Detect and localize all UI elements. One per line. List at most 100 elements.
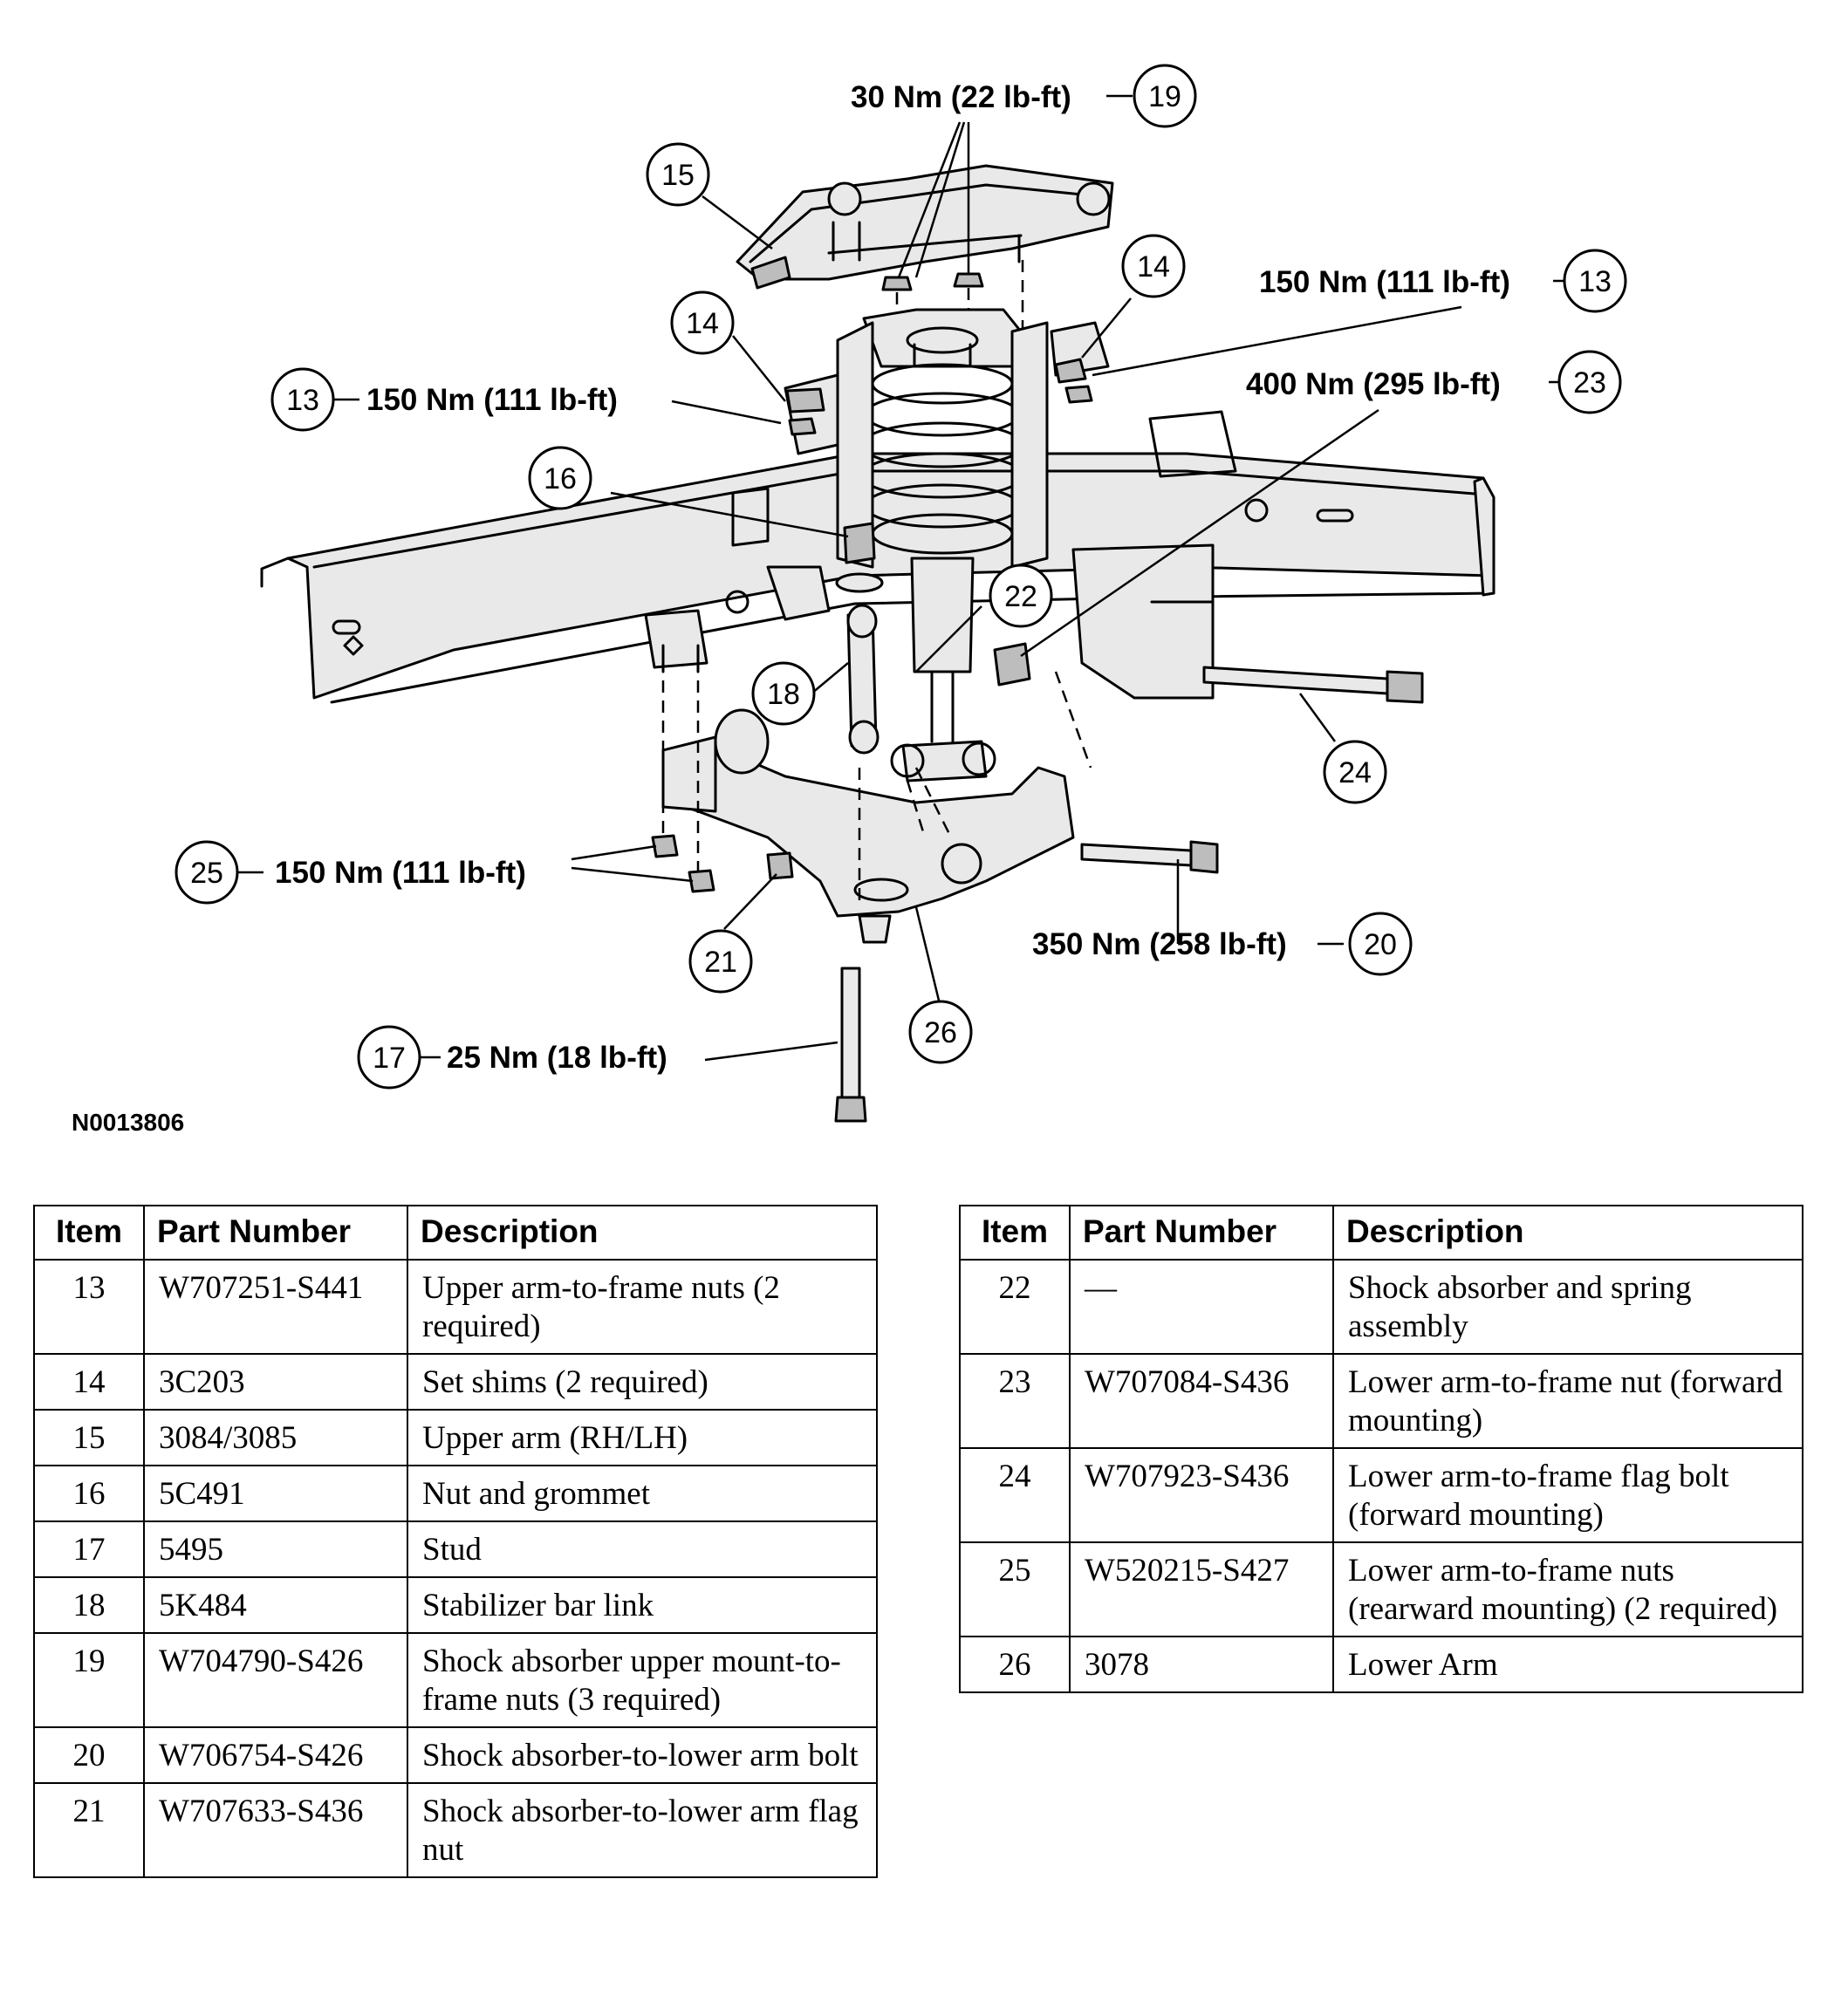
item-bubble-14-right: 14 bbox=[1121, 234, 1186, 298]
svg-text:13: 13 bbox=[1578, 265, 1612, 298]
svg-text:25: 25 bbox=[190, 857, 223, 890]
cell-description: Lower Arm bbox=[1332, 1636, 1804, 1693]
lower-fasteners bbox=[651, 644, 953, 1123]
item-bubble-21: 21 bbox=[688, 929, 753, 994]
header-part-number: Part Number bbox=[1069, 1205, 1334, 1261]
table-row: 18 5K484 Stabilizer bar link bbox=[33, 1576, 878, 1634]
cell-description: Lower arm-to-frame flag bolt (forward mo… bbox=[1332, 1447, 1804, 1543]
item-bubble-25: 25 bbox=[175, 840, 239, 905]
svg-text:13: 13 bbox=[286, 384, 319, 417]
item-bubble-22: 22 bbox=[989, 564, 1053, 628]
table-header-row: Item Part Number Description bbox=[959, 1205, 1804, 1261]
svg-text:16: 16 bbox=[544, 462, 577, 495]
cell-description: Nut and grommet bbox=[407, 1465, 878, 1522]
cell-item: 13 bbox=[33, 1259, 145, 1355]
table-row: 16 5C491 Nut and grommet bbox=[33, 1465, 878, 1522]
table-row: 26 3078 Lower Arm bbox=[959, 1636, 1804, 1693]
svg-text:18: 18 bbox=[767, 678, 800, 711]
callout-19-torque: 30 Nm (22 lb-ft) bbox=[851, 80, 1071, 114]
shock-spring-assembly bbox=[836, 308, 1049, 782]
cell-item: 15 bbox=[33, 1409, 145, 1466]
item-bubble-26: 26 bbox=[908, 1000, 973, 1064]
cell-description: Lower arm-to-frame nuts (rearward mounti… bbox=[1332, 1541, 1804, 1637]
callout-23-torque: 400 Nm (295 lb-ft) bbox=[1246, 367, 1501, 401]
header-item: Item bbox=[33, 1205, 145, 1261]
cell-description: Upper arm (RH/LH) bbox=[407, 1409, 878, 1466]
cell-part-number: W707251-S441 bbox=[143, 1259, 408, 1355]
cell-description: Upper arm-to-frame nuts (2 required) bbox=[407, 1259, 878, 1355]
header-description: Description bbox=[407, 1205, 878, 1261]
cell-part-number: W707084-S436 bbox=[1069, 1353, 1334, 1449]
callout-13-torque-right: 150 Nm (111 lb-ft) bbox=[1259, 265, 1510, 299]
cell-part-number: W707923-S436 bbox=[1069, 1447, 1334, 1543]
item-bubble-14-left: 14 bbox=[670, 290, 735, 355]
upper-arm bbox=[736, 164, 1114, 290]
svg-text:15: 15 bbox=[661, 159, 695, 192]
item-bubble-16: 16 bbox=[528, 446, 592, 510]
suspension-exploded-diagram: 30 Nm (22 lb-ft) 150 Nm (111 lb-ft) 150 … bbox=[72, 64, 1627, 1136]
forward-fasteners bbox=[993, 642, 1424, 769]
item-bubble-13-right: 13 bbox=[1563, 249, 1627, 313]
table-row: 20 W706754-S426 Shock absorber-to-lower … bbox=[33, 1726, 878, 1784]
cell-part-number: 3078 bbox=[1069, 1636, 1334, 1693]
cell-description: Shock absorber-to-lower arm flag nut bbox=[407, 1782, 878, 1878]
item-bubble-23: 23 bbox=[1557, 350, 1622, 414]
cell-item: 16 bbox=[33, 1465, 145, 1522]
cell-description: Set shims (2 required) bbox=[407, 1353, 878, 1411]
cell-item: 22 bbox=[959, 1259, 1071, 1355]
cell-description: Lower arm-to-frame nut (forward mounting… bbox=[1332, 1353, 1804, 1449]
cell-part-number: W520215-S427 bbox=[1069, 1541, 1334, 1637]
table-row: 13 W707251-S441 Upper arm-to-frame nuts … bbox=[33, 1259, 878, 1355]
cell-item: 25 bbox=[959, 1541, 1071, 1637]
callout-13-torque-left: 150 Nm (111 lb-ft) bbox=[366, 383, 618, 417]
cell-item: 14 bbox=[33, 1353, 145, 1411]
svg-text:20: 20 bbox=[1364, 928, 1397, 961]
item-bubble-15: 15 bbox=[646, 142, 710, 207]
svg-text:14: 14 bbox=[1137, 250, 1170, 284]
table-row: 14 3C203 Set shims (2 required) bbox=[33, 1353, 878, 1411]
cell-part-number: 5K484 bbox=[143, 1576, 408, 1634]
cell-item: 26 bbox=[959, 1636, 1071, 1693]
header-description: Description bbox=[1332, 1205, 1804, 1261]
cell-part-number: W706754-S426 bbox=[143, 1726, 408, 1784]
cell-description: Shock absorber upper mount-to-frame nuts… bbox=[407, 1632, 878, 1728]
table-row: 15 3084/3085 Upper arm (RH/LH) bbox=[33, 1409, 878, 1466]
figure-id: N0013806 bbox=[72, 1109, 184, 1136]
item-bubble-24: 24 bbox=[1323, 740, 1387, 804]
table-row: 25 W520215-S427 Lower arm-to-frame nuts … bbox=[959, 1541, 1804, 1637]
cell-item: 17 bbox=[33, 1520, 145, 1578]
cell-item: 24 bbox=[959, 1447, 1071, 1543]
svg-text:19: 19 bbox=[1148, 80, 1181, 113]
cell-item: 20 bbox=[33, 1726, 145, 1784]
cell-part-number: 5C491 bbox=[143, 1465, 408, 1522]
table-header-row: Item Part Number Description bbox=[33, 1205, 878, 1261]
cell-description: Shock absorber-to-lower arm bolt bbox=[407, 1726, 878, 1784]
callout-20-torque: 350 Nm (258 lb-ft) bbox=[1032, 927, 1287, 961]
cell-part-number: W707633-S436 bbox=[143, 1782, 408, 1878]
cell-item: 18 bbox=[33, 1576, 145, 1634]
lower-arm bbox=[661, 708, 1219, 944]
cell-part-number: 3C203 bbox=[143, 1353, 408, 1411]
item-bubble-19: 19 bbox=[1133, 64, 1197, 128]
svg-text:22: 22 bbox=[1004, 580, 1037, 613]
callout-17-torque: 25 Nm (18 lb-ft) bbox=[447, 1041, 667, 1075]
svg-text:26: 26 bbox=[924, 1016, 957, 1049]
cell-description: Shock absorber and spring assembly bbox=[1332, 1259, 1804, 1355]
cell-item: 19 bbox=[33, 1632, 145, 1728]
item-bubble-20: 20 bbox=[1348, 912, 1413, 976]
svg-text:17: 17 bbox=[373, 1042, 406, 1075]
cell-part-number: 3084/3085 bbox=[143, 1409, 408, 1466]
svg-text:24: 24 bbox=[1338, 756, 1372, 789]
cell-description: Stud bbox=[407, 1520, 878, 1578]
svg-text:23: 23 bbox=[1573, 366, 1606, 400]
parts-table-right: Item Part Number Description 22 — Shock … bbox=[959, 1205, 1804, 1693]
stabilizer-link bbox=[835, 522, 884, 755]
table-row: 23 W707084-S436 Lower arm-to-frame nut (… bbox=[959, 1353, 1804, 1449]
item-bubble-17: 17 bbox=[357, 1025, 421, 1090]
cell-item: 23 bbox=[959, 1353, 1071, 1449]
item-bubble-18: 18 bbox=[751, 661, 816, 726]
cell-part-number: — bbox=[1069, 1259, 1334, 1355]
leader-lines bbox=[237, 94, 1579, 1062]
cell-item: 21 bbox=[33, 1782, 145, 1878]
callout-25-torque: 150 Nm (111 lb-ft) bbox=[275, 856, 526, 890]
